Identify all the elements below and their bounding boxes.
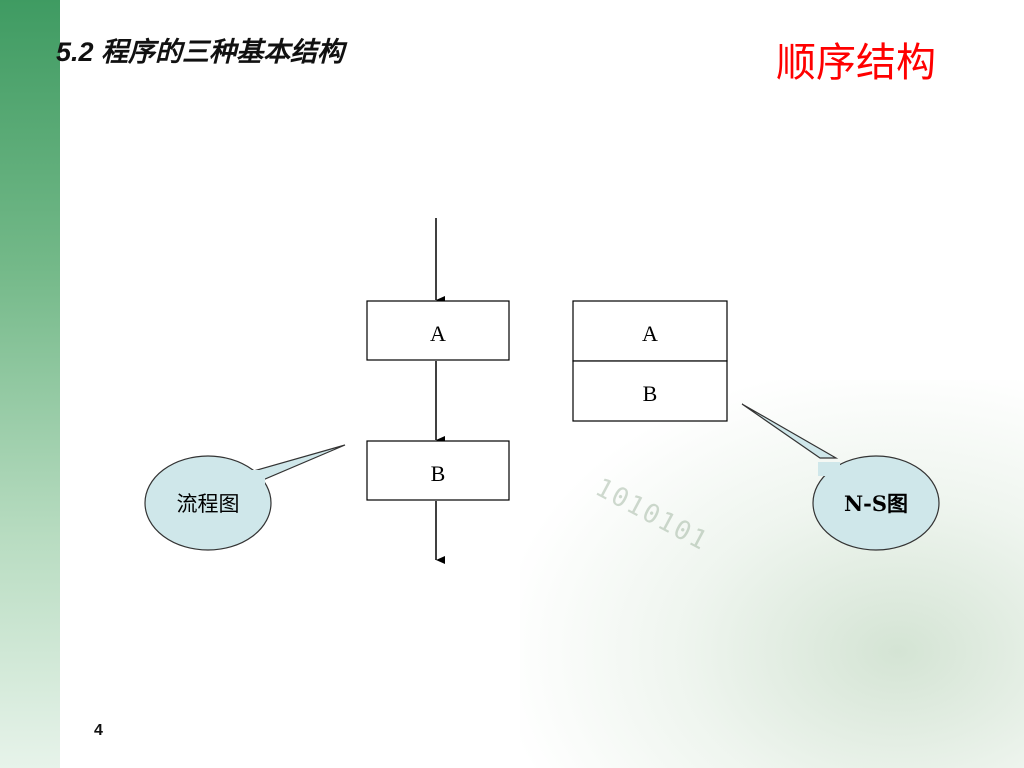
ns-row-a bbox=[572, 300, 728, 362]
flowchart-box-a bbox=[366, 300, 510, 361]
ns-row-b bbox=[572, 360, 728, 422]
flowchart-callout-label: 流程图 bbox=[177, 492, 240, 516]
section-title: 5.2 程序的三种基本结构 bbox=[56, 37, 345, 67]
page-number: 4 bbox=[94, 722, 103, 739]
ns-row-a-label: A bbox=[642, 321, 658, 346]
sidebar-gradient-bar bbox=[0, 0, 60, 768]
flowchart-box-b bbox=[366, 440, 510, 501]
ns-row-b-label: B bbox=[643, 381, 658, 406]
ns-diagram: A B bbox=[572, 300, 728, 422]
ns-callout-label: N-S图 bbox=[844, 491, 908, 516]
ns-callout: N-S图 bbox=[741, 403, 940, 551]
flowchart-box-b-label: B bbox=[431, 461, 446, 486]
flowchart-callout-bubble bbox=[144, 455, 272, 551]
flowchart-callout: 流程图 bbox=[144, 444, 346, 551]
slide-title: 顺序结构 bbox=[776, 40, 936, 86]
ns-callout-bubble bbox=[812, 455, 940, 551]
flowchart: A B bbox=[366, 218, 510, 564]
flowchart-box-a-label: A bbox=[430, 321, 446, 346]
background-keyboard-decoration bbox=[520, 380, 1024, 768]
